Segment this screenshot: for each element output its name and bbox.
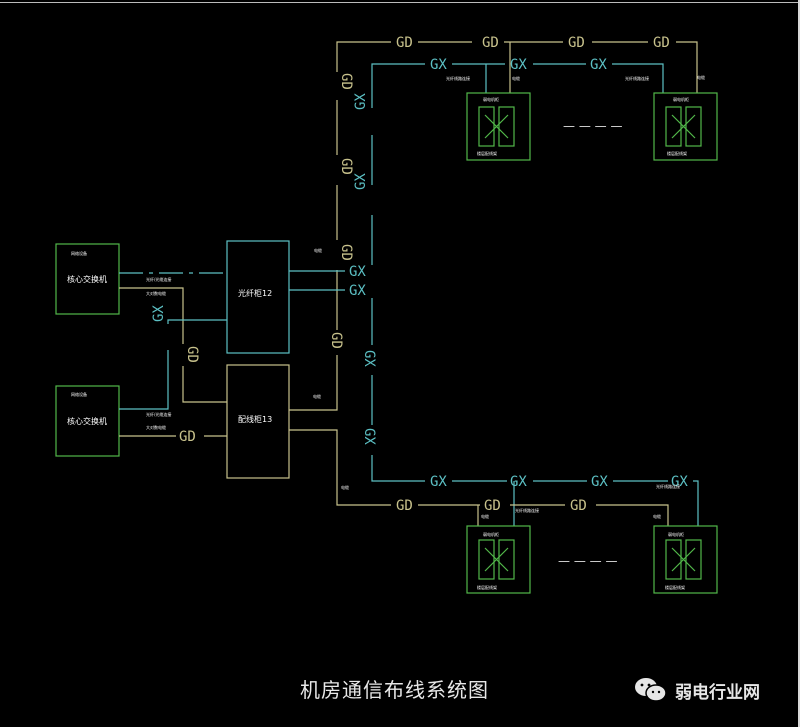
cabinet-title: 弱电机柜 — [483, 531, 499, 537]
gx-label: GX — [671, 474, 688, 490]
fiber-note: 光纤线路连接 — [515, 507, 539, 513]
gd-label: GD — [179, 429, 196, 445]
gx-label: GX — [349, 264, 366, 280]
gx-label: GX — [510, 57, 527, 73]
gd-link-left-top — [119, 287, 184, 344]
gx-label-vertical: GX — [361, 350, 377, 367]
gd-riser-seg4 — [289, 355, 338, 411]
cable-note: 电缆 — [314, 247, 322, 253]
cable-note: 电缆 — [341, 484, 349, 490]
gd-label: GD — [484, 498, 501, 514]
copper-note: 电缆 — [512, 75, 520, 81]
gx-label: GX — [591, 474, 608, 490]
gd-bot-run-3 — [596, 504, 669, 526]
remote-cabinet-top-2 — [653, 92, 718, 161]
gx-label: GX — [430, 57, 447, 73]
left-device-top — [55, 243, 120, 315]
gd-label: GD — [568, 35, 585, 51]
device-note: 光纤/光缆连接 — [146, 276, 171, 282]
diagram-caption: 机房通信布线系统图 — [300, 678, 489, 702]
gd-label: GD — [570, 498, 587, 514]
cabinet-title: 弱电机柜 — [668, 531, 684, 537]
gx-label: GX — [590, 57, 607, 73]
gd-label-vertical: GD — [338, 73, 354, 90]
gd-riser-top — [336, 41, 391, 72]
gd-label: GD — [653, 35, 670, 51]
device-label: 核心交换机 — [67, 274, 107, 284]
cabinet-footer: 楼层配线架 — [667, 150, 687, 156]
device-note: 大对数电缆 — [146, 424, 166, 430]
device-note: 大对数电缆 — [146, 290, 166, 296]
gx-bot-run-4 — [693, 480, 699, 526]
copper-note: 电缆 — [481, 513, 489, 519]
ellipsis-bottom: — — — — — [558, 554, 617, 568]
ellipsis-top: — — — — — [563, 119, 622, 133]
fiber-cabinet-box — [226, 240, 290, 354]
gd-label-vertical: GD — [328, 332, 344, 349]
gd-label-vertical: GD — [338, 244, 354, 261]
top-border — [0, 2, 800, 3]
gx-label-vertical: GX — [361, 428, 377, 445]
gx-label-vertical: GX — [353, 93, 369, 110]
cabinet-footer: 楼层配线架 — [665, 584, 685, 590]
remote-cabinet-top-1 — [466, 92, 531, 161]
gd-label: GD — [396, 498, 413, 514]
cabinet-title: 弱电机柜 — [673, 96, 689, 102]
gd-label: GD — [482, 35, 499, 51]
gx-link-left-bottom-2 — [167, 319, 227, 324]
device-title: 网络设备 — [71, 391, 87, 397]
wiring-cabinet-box — [226, 364, 290, 479]
gx-link-left-bottom — [119, 350, 169, 410]
fiber-note: 光纤线路连接 — [446, 75, 470, 81]
brand-name: 弱电行业网 — [675, 682, 760, 703]
wiring-cabinet-label: 配线柜13 — [238, 414, 272, 424]
right-border — [798, 0, 800, 727]
gx-label-vertical: GX — [353, 173, 369, 190]
device-title: 网络设备 — [71, 250, 87, 256]
wechat-icon — [635, 678, 667, 702]
cabinet-title: 弱电机柜 — [483, 96, 499, 102]
gd-label-vertical: GD — [184, 346, 200, 363]
fiber-note: 光纤线路连接 — [656, 483, 680, 489]
fiber-cabinet-label: 光纤柜12 — [238, 288, 272, 298]
remote-cabinet-bottom-2 — [653, 525, 718, 594]
gx-label-vertical: GX — [151, 305, 167, 322]
cabinet-footer: 楼层配线架 — [477, 584, 497, 590]
gx-top-run-3 — [612, 63, 664, 93]
gx-riser-bottom — [371, 455, 425, 482]
gd-label: GD — [396, 35, 413, 51]
gd-riser-bottom — [289, 429, 391, 506]
gx-label: GX — [510, 474, 527, 490]
brand-watermark: 弱电行业网 — [633, 676, 760, 704]
cabinet-footer: 楼层配线架 — [477, 150, 497, 156]
copper-note: 电缆 — [697, 74, 705, 80]
fiber-note: 光纤线路连接 — [625, 75, 649, 81]
gx-label: GX — [349, 283, 366, 299]
gx-label: GX — [430, 474, 447, 490]
copper-note: 电缆 — [653, 513, 661, 519]
device-note: 光纤/光缆连接 — [146, 411, 171, 417]
gx-riser-top — [371, 63, 425, 108]
gd-link-left-top-2 — [182, 366, 227, 403]
gd-label-vertical: GD — [338, 158, 354, 175]
gd-top-run-4 — [676, 41, 698, 93]
cable-note: 电缆 — [313, 393, 321, 399]
left-device-bottom — [55, 385, 120, 457]
remote-cabinet-bottom-1 — [466, 525, 531, 594]
device-label: 核心交换机 — [67, 416, 107, 426]
